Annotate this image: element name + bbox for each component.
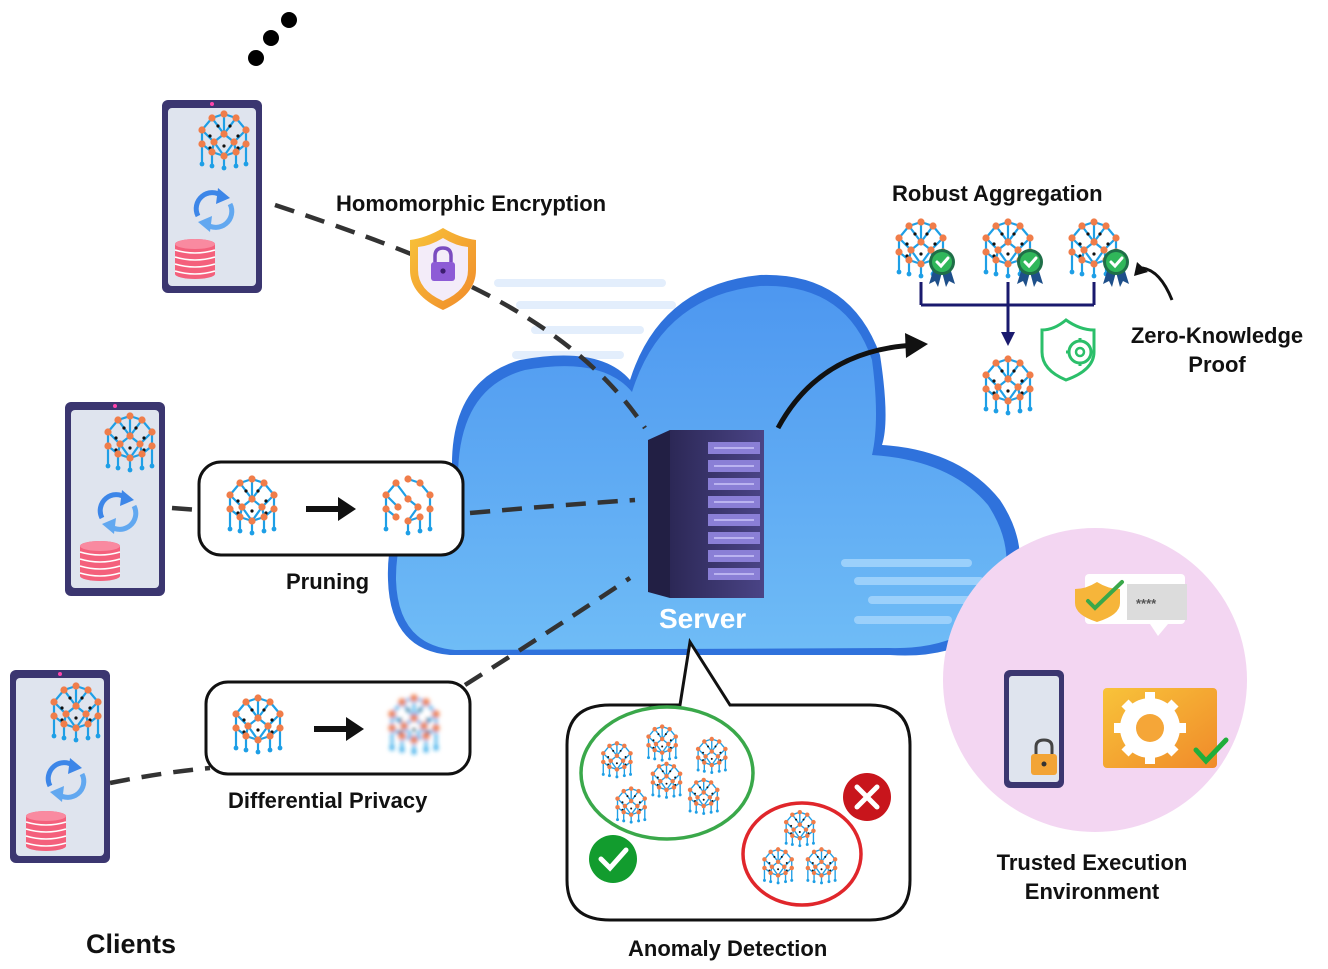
- differential-privacy-label: Differential Privacy: [228, 788, 428, 813]
- success-check-icon: [589, 835, 637, 883]
- check-badge-icon: [927, 247, 957, 289]
- cloud-speed-lines: [494, 279, 676, 359]
- pruning-box: [197, 460, 465, 557]
- tee-line2: Environment: [1024, 879, 1160, 904]
- check-badge-icon: [1101, 247, 1131, 289]
- check-badge-icon: [1015, 247, 1045, 289]
- neural-network-icon: [981, 354, 1035, 417]
- chat-bubble-icon: ****: [1075, 574, 1187, 636]
- differential-privacy-box: [204, 680, 472, 776]
- clients-label: Clients: [86, 929, 177, 959]
- anomaly-detection-callout: [565, 637, 912, 922]
- tee-label: Trusted Execution Environment: [997, 848, 1188, 906]
- ellipsis-dots-icon: [248, 12, 297, 66]
- robust-aggregation-group: [894, 217, 1174, 417]
- normal-cluster: [579, 705, 755, 841]
- error-x-icon: [843, 773, 891, 821]
- tablet-lock-icon: [1004, 670, 1064, 788]
- shield-lock-icon: [410, 228, 476, 310]
- database-icon: [174, 238, 216, 280]
- password-mask: ****: [1136, 596, 1157, 611]
- arrow-right-icon: [306, 497, 356, 521]
- anomaly-cluster: [741, 801, 863, 907]
- tee-group: ****: [943, 528, 1247, 832]
- anomaly-detection-label: Anomaly Detection: [628, 936, 828, 961]
- database-icon: [25, 810, 67, 852]
- arrow-right-icon: [314, 717, 364, 741]
- gear-window-icon: [1103, 688, 1229, 768]
- pruning-label: Pruning: [286, 569, 370, 594]
- robust-aggregation-label: Robust Aggregation: [892, 181, 1103, 206]
- database-icon: [79, 540, 121, 582]
- tablet-client-icon: [65, 402, 165, 596]
- server-rack-icon: [648, 430, 764, 598]
- zero-knowledge-proof-label: Zero-Knowledge Proof: [1131, 321, 1303, 379]
- client-server-links: [109, 202, 647, 786]
- tablet-client-icon: [10, 670, 110, 863]
- zero-knowledge-line1: Zero-Knowledge: [1130, 323, 1304, 348]
- shield-gear-icon: [1040, 318, 1096, 382]
- server-label: Server: [659, 603, 747, 634]
- tablet-client-icon: [162, 100, 262, 293]
- tee-line1: Trusted Execution: [996, 850, 1188, 875]
- zero-knowledge-line2: Proof: [1188, 352, 1246, 377]
- aggregation-arrow: [775, 333, 928, 430]
- homomorphic-encryption-label: Homomorphic Encryption: [336, 191, 607, 216]
